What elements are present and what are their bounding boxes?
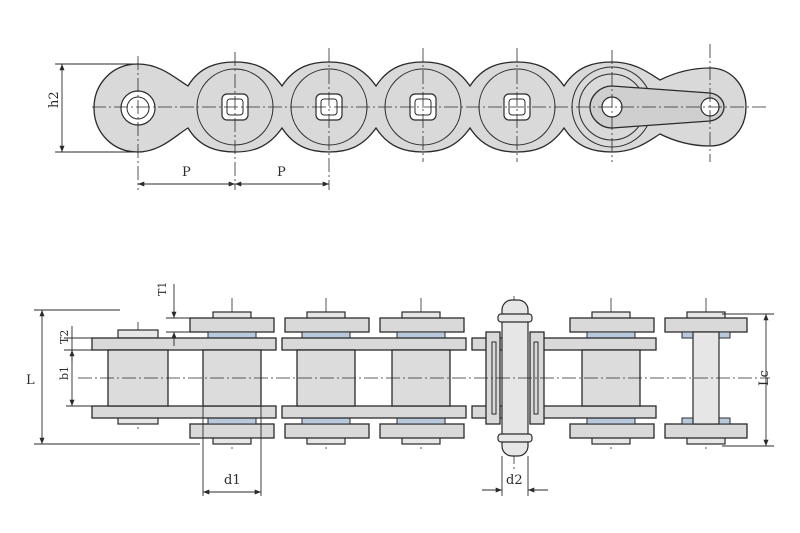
outer-plate-top-e: [664, 317, 748, 333]
lc-label: Lc: [757, 370, 772, 386]
b1-label: b1: [58, 366, 71, 380]
washer-bottom-4: [396, 417, 446, 425]
t2-label: T2: [58, 330, 71, 344]
inner-plate-top-2: [281, 337, 467, 351]
t1-label: T1: [156, 282, 169, 296]
outer-plate-bottom-c: [379, 423, 465, 439]
l-label: L: [26, 373, 35, 388]
washer-top-2: [207, 331, 257, 339]
outer-plate-bottom-b: [284, 423, 370, 439]
inner-plate-top-4: [539, 337, 657, 351]
pitch-label-2: P: [277, 165, 286, 180]
outer-plate-top-d: [569, 317, 655, 333]
d1-label: d1: [224, 473, 241, 488]
d2-label: d2: [506, 473, 523, 488]
washer-bottom-2: [207, 417, 257, 425]
washer-bottom-3: [301, 417, 351, 425]
inner-plate-bottom-1: [91, 405, 277, 419]
washer-bottom-6: [586, 417, 636, 425]
connector-frame-right: [533, 341, 539, 415]
outer-plate-bottom-e: [664, 423, 748, 439]
washer-top-3: [301, 331, 351, 339]
connecting-pin-head-top: [497, 313, 533, 323]
washer-top-4: [396, 331, 446, 339]
outer-plate-top-a: [189, 317, 275, 333]
chain-side-view: h2 P P: [47, 44, 768, 190]
h2-label: h2: [47, 91, 62, 108]
outer-plate-bottom-d: [569, 423, 655, 439]
connecting-pin-head-bottom: [497, 433, 533, 443]
pitch-label-1: P: [182, 165, 191, 180]
inner-plate-bottom-4: [539, 405, 657, 419]
inner-plate-top-1: [91, 337, 277, 351]
pin-head-top-1: [117, 329, 159, 339]
inner-plate-bottom-2: [281, 405, 467, 419]
chain-plan-view: L T1 T2 b1 Lc d1 d2: [26, 282, 774, 496]
outer-plate-top-b: [284, 317, 370, 333]
outer-plate-top-c: [379, 317, 465, 333]
washer-top-6: [586, 331, 636, 339]
